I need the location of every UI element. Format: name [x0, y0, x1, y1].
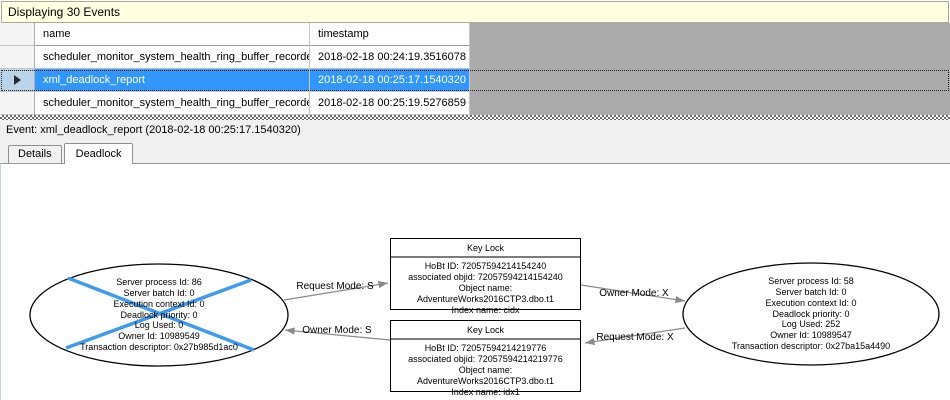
event-name-cell[interactable]: scheduler_monitor_system_health_ring_buf…	[35, 46, 310, 69]
events-count-bar: Displaying 30 Events	[1, 1, 949, 23]
process-node-victim-text[interactable]: Server process Id: 86 Server batch Id: 0…	[80, 277, 238, 352]
tab-details[interactable]: Details	[8, 145, 62, 163]
edge-request-s-arrow	[283, 280, 389, 301]
process-node-survivor-ellipse[interactable]	[682, 262, 940, 366]
table-row[interactable]: scheduler_monitor_system_health_ring_buf…	[0, 46, 950, 69]
edge-label-request-x: Request Mode: X	[596, 332, 674, 343]
event-name-cell[interactable]: xml_deadlock_report	[35, 69, 310, 92]
row-indicator-header-cell	[0, 23, 35, 46]
process-node-survivor-text[interactable]: Server process Id: 58 Server batch Id: 0…	[731, 276, 891, 351]
column-header-name[interactable]: name	[35, 23, 310, 46]
event-detail-pane: Event: xml_deadlock_report (2018-02-18 0…	[0, 120, 950, 400]
event-timestamp-cell[interactable]: 2018-02-18 00:25:17.1540320	[310, 69, 470, 92]
deadlock-graph-panel: Request Mode: S Owner Mode: S Owner Mode…	[0, 163, 950, 400]
keylock-title: Key Lock	[391, 321, 580, 340]
events-grid: name timestamp scheduler_monitor_system_…	[0, 23, 950, 115]
keylock-title: Key Lock	[391, 239, 580, 258]
edge-owner-s-arrow	[284, 327, 391, 341]
edge-request-x-arrow	[584, 327, 686, 346]
edge-owner-x-arrow	[580, 284, 686, 304]
victim-cross-line	[65, 278, 252, 350]
row-indicator-cell	[0, 69, 35, 92]
resource-node-keylock-bottom[interactable]: Key Lock HoBt ID: 72057594214219776 asso…	[390, 320, 581, 397]
event-timestamp-cell[interactable]: 2018-02-18 00:25:19.5276859	[310, 92, 470, 115]
edge-label-request-s: Request Mode: S	[296, 281, 374, 292]
deadlock-graph-canvas: Request Mode: S Owner Mode: S Owner Mode…	[29, 262, 940, 367]
table-row-selected[interactable]: xml_deadlock_report 2018-02-18 00:25:17.…	[0, 69, 950, 92]
current-row-arrow-icon	[13, 75, 21, 85]
edge-label-owner-x: Owner Mode: X	[599, 288, 669, 299]
table-row[interactable]: scheduler_monitor_system_health_ring_buf…	[0, 92, 950, 115]
pane-splitter[interactable]	[0, 115, 950, 120]
resource-node-keylock-top[interactable]: Key Lock HoBt ID: 72057594214154240 asso…	[390, 238, 581, 315]
row-indicator-cell	[0, 92, 35, 115]
tab-deadlock[interactable]: Deadlock	[63, 143, 134, 164]
selected-event-label: Event: xml_deadlock_report (2018-02-18 0…	[6, 124, 301, 136]
grid-header-row: name timestamp	[0, 23, 950, 46]
event-timestamp-cell[interactable]: 2018-02-18 00:24:19.3516078	[310, 46, 470, 69]
edge-label-owner-s: Owner Mode: S	[302, 325, 372, 336]
event-name-cell[interactable]: scheduler_monitor_system_health_ring_buf…	[35, 92, 310, 115]
row-indicator-cell	[0, 46, 35, 69]
column-header-timestamp[interactable]: timestamp	[310, 23, 470, 46]
detail-tabstrip: Details Deadlock	[0, 140, 950, 164]
